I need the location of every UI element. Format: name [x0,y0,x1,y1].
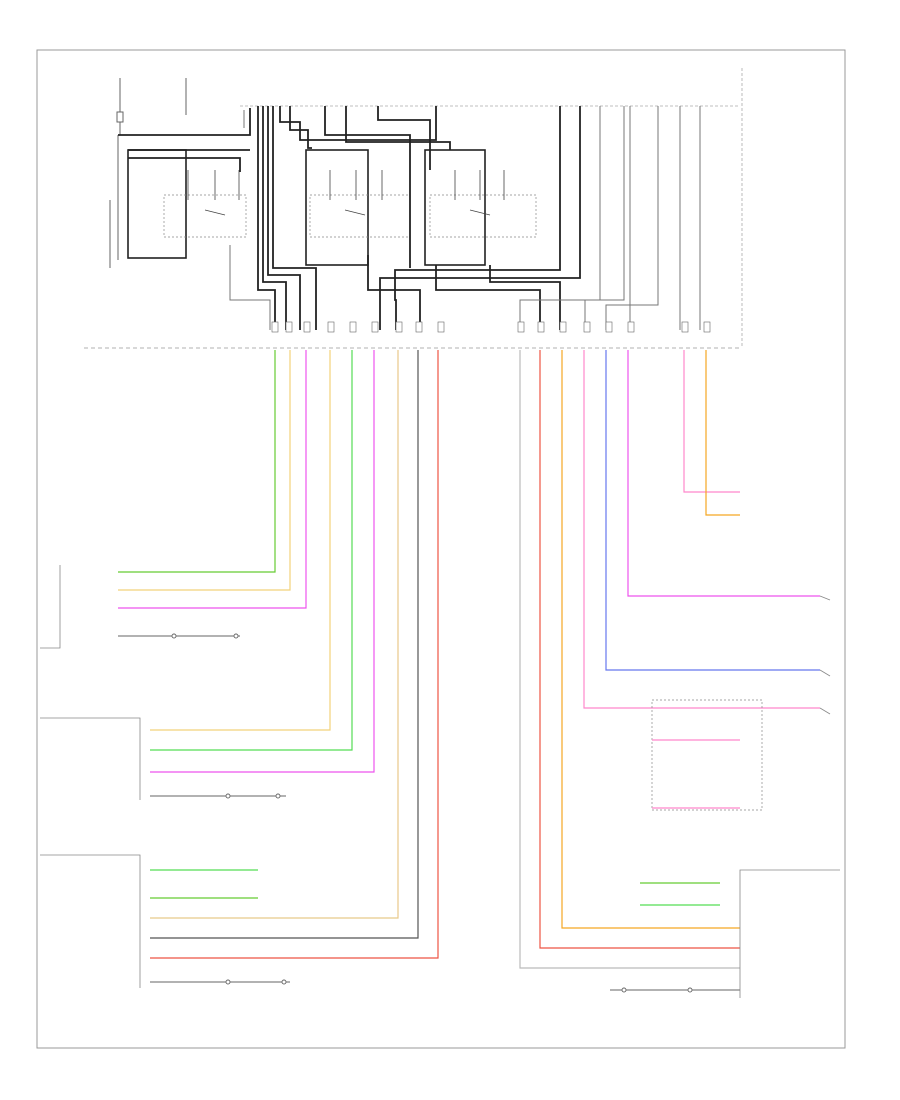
fuse-feeds [109,78,187,268]
black-harness [118,106,581,330]
colored-drops [118,350,820,969]
mirror-component [651,699,763,811]
rear-door-stubs [150,869,720,906]
relay-1 [127,149,247,259]
diagram-frame [36,49,846,1049]
passenger-door-module [40,717,141,800]
right-rear-door-module [40,854,141,988]
connector-row [271,321,711,333]
relay-3 [424,149,537,266]
right-edge-arrows [819,595,831,715]
left-rear-door-module [739,869,840,998]
ground-lines [118,633,740,993]
relay-2 [305,149,411,266]
driver-door-module [40,565,61,649]
gray-harness [229,106,701,330]
